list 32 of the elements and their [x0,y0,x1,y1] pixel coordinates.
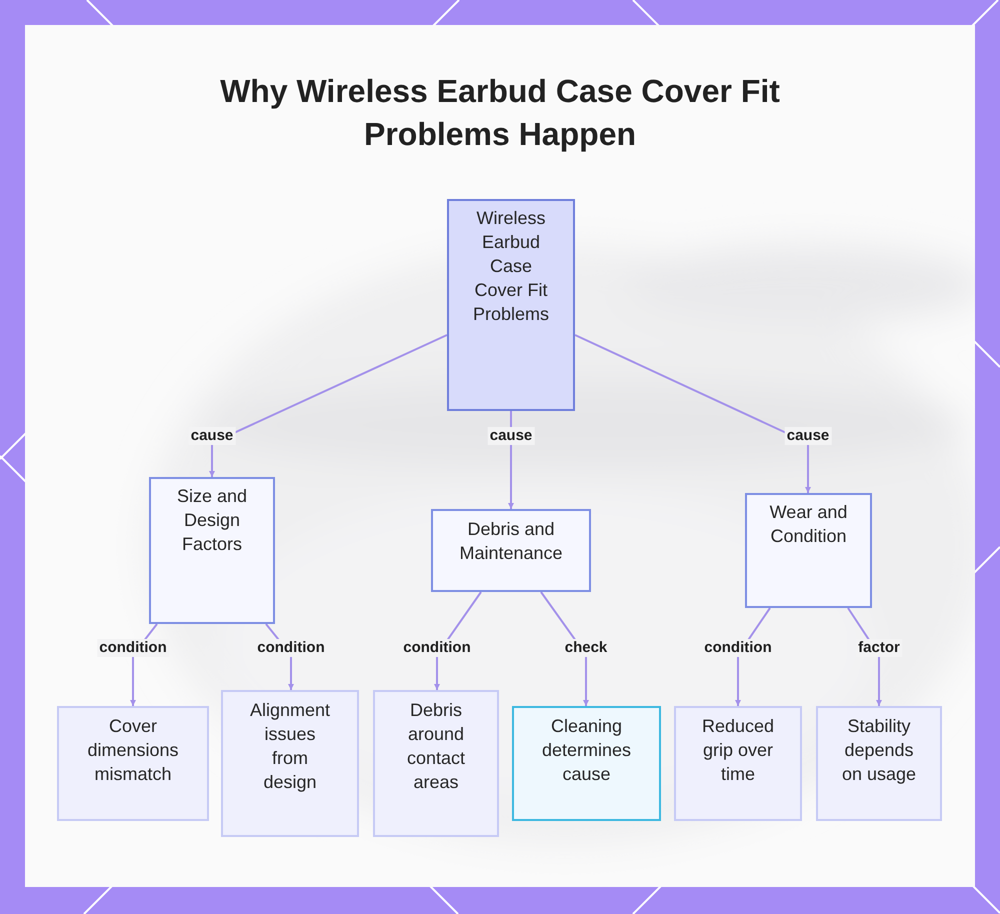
connector-arrow [209,334,448,477]
node-label: Alignment issues from design [248,699,332,794]
category-box [745,493,872,608]
connector-arrow [574,334,811,493]
edge-label: check [562,639,610,657]
node-label: Reduced grip over time [700,715,776,786]
edge-label: condition [255,639,327,657]
node-label: Cleaning determines cause [540,715,632,786]
edge-label: factor [856,639,902,657]
node-label: Wireless Earbud Case Cover Fit Problems [472,207,550,326]
node-label: Size and Design Factors [176,485,248,556]
edge-label: condition [702,639,774,657]
edge-label: cause [188,427,236,445]
highlighted-box [512,706,661,821]
node-label: Cover dimensions mismatch [86,715,180,786]
node-label: Stability depends on usage [840,715,918,786]
diagram-title: Why Wireless Earbud Case Cover Fit Problems Happen [219,72,781,154]
node-label: Debris around contact areas [406,699,466,794]
edge-label: cause [488,427,534,445]
detail-box [57,706,209,821]
node-label: Debris and Maintenance [458,518,564,565]
category-box [149,477,275,624]
edge-label: condition [401,639,473,657]
detail-box [373,690,499,837]
detail-box [674,706,802,821]
detail-box [816,706,942,821]
edge-label: cause [784,427,832,445]
edge-label: condition [97,639,169,657]
root-box [447,199,575,411]
category-box [431,509,591,592]
detail-box [221,690,359,837]
node-label: Wear and Condition [768,501,848,548]
